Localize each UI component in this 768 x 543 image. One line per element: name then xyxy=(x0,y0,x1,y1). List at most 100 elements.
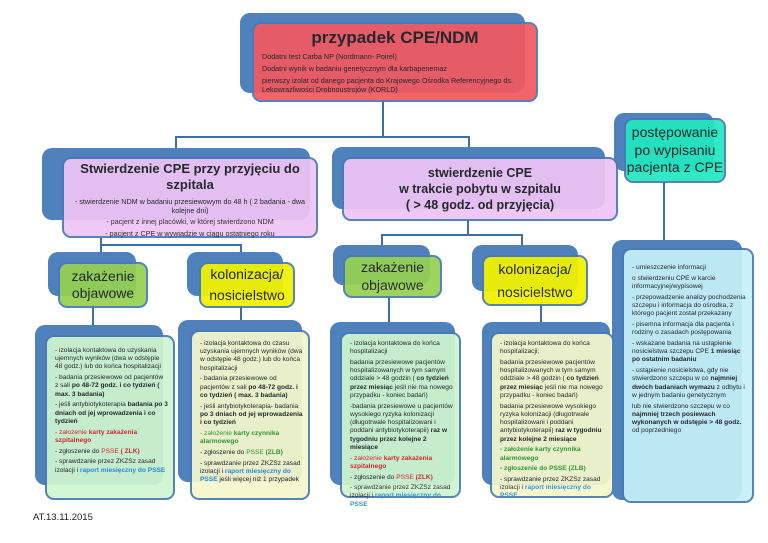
procedure-text: co tydzień przez miesiąc xyxy=(350,375,449,391)
procedure-item: - izolacja kontaktowa do czasu uzyskania… xyxy=(200,340,303,373)
connector xyxy=(382,100,384,137)
procedure-text: (ZLB) xyxy=(263,448,283,456)
footer-date: AT.13.11.2015 xyxy=(33,512,93,523)
procedure-text: karty zakażenia szpitalnego xyxy=(350,454,433,470)
after-discharge-line: postępowanie xyxy=(631,124,719,141)
procedure-item: -badania przesiewowe u pacjentów wysokie… xyxy=(350,403,454,452)
procedure-item: - zgłoszenie do PSSE (ZLK) xyxy=(350,474,454,482)
connector xyxy=(240,307,242,323)
after-discharge-details: - umieszczenie informacji o stwierdzeniu … xyxy=(622,248,754,503)
hospital-stay-line: w trakcie pobytu w szpitalu xyxy=(399,181,561,196)
procedure-text: - sprawdzanie przez ZKZSz zasad izolacji… xyxy=(500,476,601,492)
procedure-text: lub nie stwierdzono szczepu w co xyxy=(632,402,730,410)
procedure-text: - izolacja kontaktowa do końca hospitali… xyxy=(350,340,440,356)
procedure-text: - zgłoszenie do xyxy=(55,447,102,455)
procedure-item: badania przesiewowe pacjentów hospitaliz… xyxy=(350,359,454,400)
procedure-item: - izolacja kontaktowa do końca hospitali… xyxy=(500,340,607,356)
stay-infection-details: - izolacja kontaktowa do końca hospitali… xyxy=(340,332,461,508)
after-discharge-box: postępowanie po wypisaniu pacjenta z CPE xyxy=(624,118,726,183)
procedure-item: - sprawdzanie przez ZKZSz zasad izolacji… xyxy=(500,476,607,501)
procedure-text: - jeśli antybiotykoterapia- badania xyxy=(200,402,299,410)
connector xyxy=(100,244,240,246)
header-line: nosicielstwo xyxy=(209,287,285,303)
admission-cpe-title: Stwierdzenie CPE przy przyjęciu do szpit… xyxy=(80,161,300,193)
header-line: zakażenie xyxy=(71,267,135,284)
admission-criteria: - pacjent z CPE w wywiadzie w ciągu osta… xyxy=(105,228,275,238)
criteria-line: Dodatni test Carba NP (Nordmann- Poirel) xyxy=(262,52,397,61)
procedure-text: - umieszczenie informacji xyxy=(632,264,707,271)
procedure-text: raz w tygodniu przez kolejne 2 miesiące xyxy=(350,427,448,451)
connector xyxy=(468,136,470,150)
procedure-text: -badania przesiewowe u pacjentów wysokie… xyxy=(350,402,453,435)
procedure-text: badania przesiewowe pacjentów hospitaliz… xyxy=(350,358,446,383)
header-line: kolonizacja/ xyxy=(498,261,572,278)
procedure-item: - wskazane badania na ustąpienie nosicie… xyxy=(632,340,747,365)
procedure-item: - zgłoszenie do PSSE (ZLB) xyxy=(200,449,303,457)
procedure-text: najmniej dwóch badaniach wymazu xyxy=(632,375,738,391)
procedure-text: po 3 dniach od jej wprowadzenia i co tyd… xyxy=(200,410,303,427)
procedure-text: - ustąpienie nosicielstwa, gdy nie stwie… xyxy=(632,367,729,383)
header-line: kolonizacja/ xyxy=(210,266,284,282)
procedure-item: o stwierdzeniu CPE w karcie informacyjne… xyxy=(632,275,747,291)
connector xyxy=(92,306,94,328)
procedure-item: - badania przesiewowe od pacjentów z sal… xyxy=(200,375,303,400)
procedure-text: - sprawdzanie przez ZKZSz zasad izolacji… xyxy=(200,459,301,475)
procedure-text: z odbytu i w jednym badaniu genetycznym xyxy=(632,383,745,399)
procedure-item: - pisemna informacja dla pacjenta i rodz… xyxy=(632,321,747,337)
colonization-header-middle: kolonizacja/nosicielstwo xyxy=(482,255,588,306)
admission-cpe-box: Stwierdzenie CPE przy przyjęciu do szpit… xyxy=(62,157,318,238)
procedure-text: 1 miesiąc po ostatnim badaniu xyxy=(632,348,741,364)
hospital-stay-cpe-box: stwierdzenie CPE w trakcie pobytu w szpi… xyxy=(342,157,618,221)
procedure-text: - założenie karty czynnika alarmowego xyxy=(500,446,581,462)
procedure-text: (ZLK) xyxy=(413,473,433,481)
procedure-item: - zgłoszenie do PSSE (ZLB) xyxy=(500,465,607,473)
header-line: objawowe xyxy=(71,285,135,301)
header-line: nosicielstwo xyxy=(497,283,573,300)
connector xyxy=(240,244,242,254)
criteria-line: Dodatni wynik w badaniu genetycznym dla … xyxy=(262,64,447,73)
procedure-text: - pisemna informacja dla pacjenta i rodz… xyxy=(632,320,734,337)
stay-colonization-details: - izolacja kontaktowa do końca hospitali… xyxy=(490,332,614,501)
procedure-text: - sprawdzanie przez ZKZSz zasad izolacji… xyxy=(350,484,451,500)
procedure-text: jeśli więcej niż 1 przypadek xyxy=(217,476,299,484)
procedure-text: - izolacja kontaktowa do końca hospitali… xyxy=(500,340,590,356)
procedure-text: badania przesiewowe pacjentów hospitaliz… xyxy=(500,358,596,383)
procedure-text: po 48-72 godz. i co tydzień ( max. 3 bad… xyxy=(55,382,160,398)
admission-criteria: - stwierdzenie NDM w badaniu przesiewowy… xyxy=(74,196,306,215)
procedure-text: jeśli nie ma nowego przypadku - koniec b… xyxy=(500,383,603,399)
procedure-text: jeśli nie ma nowego przypadku - koniec b… xyxy=(350,383,453,399)
connector xyxy=(100,238,102,254)
procedure-item: badania przesiewowe pacjentów hospitaliz… xyxy=(500,359,607,400)
procedure-text: PSSE xyxy=(101,447,119,455)
connector xyxy=(521,234,523,246)
connector xyxy=(388,297,390,325)
criteria-line: pierwszy izolat od danego pacjenta do Kr… xyxy=(262,76,513,94)
procedure-text: najmniej trzech posiewach wykonanych w o… xyxy=(632,410,742,426)
procedure-item: badania przesiewowe wysokiego ryzyka kol… xyxy=(500,403,607,444)
procedure-text: - izolacja kontaktowa do uzyskania ujemn… xyxy=(55,347,161,371)
procedure-text: badania po 3 dniach od jej wprowadzenia … xyxy=(55,401,168,425)
procedure-item: - jeśli antybiotykoterapia- badania po 3… xyxy=(200,403,303,428)
connector xyxy=(663,182,665,242)
cpe-ndm-title: przypadek CPE/NDM xyxy=(311,28,479,47)
procedure-text: - przepowadzenie analizy pochodzenia szc… xyxy=(632,293,746,318)
header-line: objawowe xyxy=(361,276,424,293)
procedure-text: co tydzień przez miesiąc xyxy=(500,375,599,391)
procedure-item: lub nie stwierdzono szczepu w co najmnie… xyxy=(632,403,747,436)
connector xyxy=(381,234,383,246)
procedure-text: raport miesięczny do PSSE xyxy=(350,492,441,508)
procedure-item: - umieszczenie informacji xyxy=(632,264,747,272)
procedure-text: raport miesięczny do PSSE xyxy=(500,484,591,500)
procedure-text: raport miesięczny do PSSE xyxy=(200,467,291,484)
procedure-text: - sprawdzanie przez ZKZSz zasad izolacji… xyxy=(55,458,156,474)
procedure-item: - założenie karty czynnika alarmowego xyxy=(500,446,607,462)
cpe-ndm-case-box: przypadek CPE/NDM Dodatni test Carba NP … xyxy=(252,22,538,102)
procedure-text: - badania przesiewowe od pacjentów z sal… xyxy=(55,374,164,390)
procedure-text: - zgłoszenie do xyxy=(350,473,397,481)
connector xyxy=(540,304,542,324)
connector xyxy=(175,136,177,150)
procedure-text: - wskazane badania na ustąpienie nosicie… xyxy=(632,339,732,356)
procedure-text: PSSE xyxy=(396,473,414,481)
procedure-item: - założenie karty zakażenia szpitalnego xyxy=(350,455,454,471)
